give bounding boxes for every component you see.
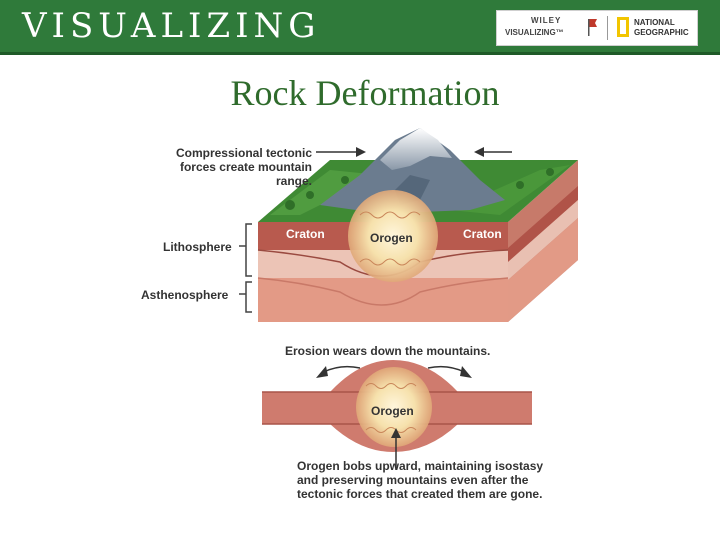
ng-logo-text-2: GEOGRAPHIC <box>634 28 689 37</box>
erosion-arrow-right <box>427 365 472 378</box>
slide-title: Rock Deformation <box>230 73 500 113</box>
craton-right-label: Craton <box>463 227 502 241</box>
asthenosphere-bracket <box>239 281 252 313</box>
wiley-flag-icon <box>588 19 597 36</box>
orogen-root-bottom <box>356 367 432 447</box>
ng-logo-text-1: NATIONAL <box>634 18 675 27</box>
lithosphere-label: Lithosphere <box>163 240 232 254</box>
compression-arrow-right <box>474 147 512 157</box>
compression-label: Compressional tectonic forces create mou… <box>175 146 312 188</box>
erosion-arrow-left <box>316 365 361 378</box>
wiley-logo-text: WILEY <box>531 16 562 25</box>
erosion-label: Erosion wears down the mountains. <box>285 344 491 358</box>
publisher-logos: WILEY VISUALIZING™ NATIONAL GEOGRAPHIC <box>496 10 698 46</box>
logo-divider <box>607 16 608 40</box>
orogen-bottom-label: Orogen <box>371 404 414 418</box>
wiley-visualizing-logo-text: VISUALIZING™ <box>505 28 564 37</box>
banner-title: VISUALIZING <box>22 6 321 46</box>
lithosphere-bracket <box>239 223 252 277</box>
uplift-arrow <box>391 428 401 470</box>
compression-arrow-left <box>316 147 366 157</box>
header-banner: VISUALIZING WILEY VISUALIZING™ NATIONAL … <box>0 0 720 55</box>
asthenosphere-layer <box>258 278 508 322</box>
diagram-caption: Orogen bobs upward, maintaining isostasy… <box>297 459 544 501</box>
national-geographic-frame-icon <box>617 17 629 37</box>
orogen-top-label: Orogen <box>370 231 413 245</box>
craton-left-label: Craton <box>286 227 325 241</box>
asthenosphere-label: Asthenosphere <box>141 288 229 302</box>
block-right-face <box>508 160 578 322</box>
